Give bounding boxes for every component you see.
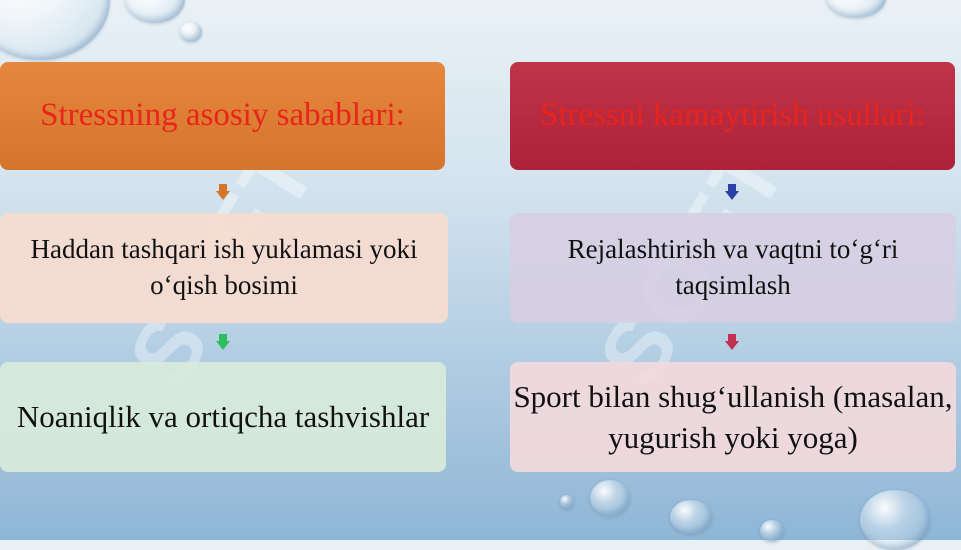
down-arrow-icon [216,334,230,350]
right-item-2-text: Sport bilan shug‘ullanish (masalan, yugu… [513,378,953,455]
left-header-box: Stressning asosiy sabablari: [0,62,445,170]
down-arrow-icon [725,184,739,200]
water-drop-decoration [670,500,712,534]
left-header-text: Stressning asosiy sabablari: [40,97,405,134]
water-drop-decoration [760,520,784,542]
water-drop-decoration [860,490,930,550]
water-drop-decoration [590,480,630,516]
down-arrow-icon [725,334,739,350]
left-item-2-text: Noaniqlik va ortiqcha tashvishlar [16,399,430,435]
right-header-text: Stressni kamaytirish usullari: [540,97,925,134]
down-arrow-icon [216,184,230,200]
water-drop-decoration [560,495,574,509]
water-drop-decoration [125,0,185,23]
right-item-1-text: Rejalashtirish va vaqtni to‘g‘ri taqsiml… [567,234,899,300]
right-item-1: Rejalashtirish va vaqtni to‘g‘ri taqsiml… [510,213,956,323]
water-drop-decoration [826,0,886,18]
water-drop-decoration [180,22,202,42]
left-item-1-text: Haddan tashqari ish yuklamasi yoki o‘qis… [30,234,418,300]
left-item-2: Noaniqlik va ortiqcha tashvishlar [0,362,446,472]
right-item-2: Sport bilan shug‘ullanish (masalan, yugu… [510,362,956,472]
left-item-1: Haddan tashqari ish yuklamasi yoki o‘qis… [0,213,448,323]
right-header-box: Stressni kamaytirish usullari: [510,62,955,170]
water-drop-decoration [0,0,110,60]
